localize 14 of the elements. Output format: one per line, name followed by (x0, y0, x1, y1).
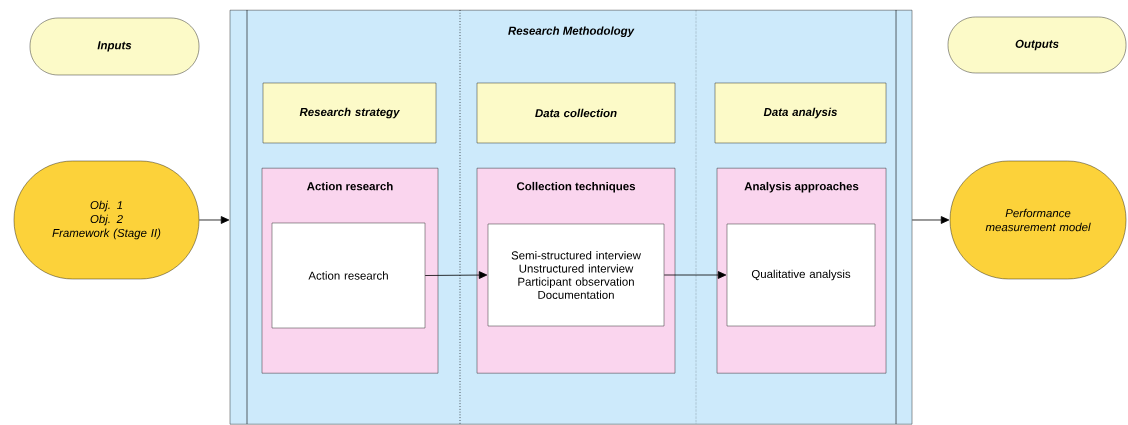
arrow (424, 271, 488, 279)
arrow (911, 216, 950, 224)
arrow (198, 216, 230, 224)
heading-box: Research strategy (262, 82, 437, 144)
process-box: Semi-structured interview Unstructured interview Participant observation Documentation (487, 223, 665, 327)
heading-box: Data analysis (714, 82, 887, 144)
arrow (663, 271, 727, 279)
terminal-pill: Performance measurement model (949, 160, 1127, 280)
process-box: Qualitative analysis (726, 223, 876, 327)
process-pill: Inputs (29, 17, 200, 76)
terminal-pill: Obj. 1 Obj. 2 Framework (Stage II) (13, 160, 200, 280)
heading-box: Data collection (476, 82, 676, 144)
process-box: Action research (271, 222, 426, 329)
process-pill: Outputs (947, 16, 1127, 74)
